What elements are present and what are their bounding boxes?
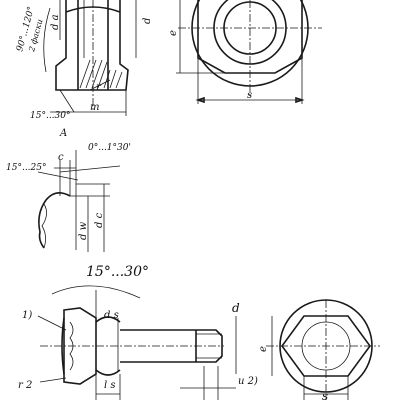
bolt-view: 15°...30° 1) d s d r 2 l s u 2) xyxy=(18,264,258,400)
label-detail-dw: d w xyxy=(78,221,89,240)
label-detail-angle-right: 0°...1°30' xyxy=(88,143,131,153)
hex-outline xyxy=(197,0,303,74)
bolt-shank-outline xyxy=(120,329,223,363)
thread-circle xyxy=(213,0,287,65)
detail-break-line xyxy=(41,203,47,249)
label-detail-angle-left: 15°...25° xyxy=(6,163,47,173)
detail-a-view: 15°...25° c 0°...1°30' d w d c xyxy=(6,143,131,252)
detail-part-contour xyxy=(38,192,71,249)
label-dim-m: m xyxy=(90,102,99,113)
nut-r-leader xyxy=(89,79,111,91)
label-dim-da: d a xyxy=(50,14,61,30)
nut-flange-hatching xyxy=(79,59,123,89)
label-detail-c: c xyxy=(58,152,64,163)
bolt-head-hex-curve xyxy=(61,317,65,375)
detail-angle-line-right xyxy=(59,165,121,173)
bolt-r2-leader xyxy=(39,377,67,383)
label-dim-r: r xyxy=(96,82,102,93)
label-bolt-e: e xyxy=(258,346,269,352)
label-bolt-r2: r 2 xyxy=(18,380,32,391)
nut-angle-leader xyxy=(59,89,75,113)
label-dim-s-top: s xyxy=(247,90,252,101)
label-angle-15-30-top: 15°...30° xyxy=(30,111,71,121)
label-detail-dc: d c xyxy=(94,212,105,228)
label-bolt-ls: l s xyxy=(104,380,116,391)
bolt-end-view: e s xyxy=(258,299,380,400)
nut-top-view: e s xyxy=(168,0,322,104)
label-dim-d-top: d xyxy=(142,18,153,24)
bolt-flange-curve-bottom xyxy=(95,369,121,376)
flange-outer-circle xyxy=(191,0,309,87)
nut-section-view: 90°...120° 2 фаски d a d r m 15°...30° A xyxy=(15,0,153,139)
nut-outer-contour xyxy=(55,0,129,91)
dim-s-arrows xyxy=(195,96,305,104)
nut-angle-arc xyxy=(43,7,51,73)
label-bolt-s: s xyxy=(322,389,328,400)
nut-chamfer-curve xyxy=(65,6,121,13)
bolt-note-leader xyxy=(37,315,67,331)
label-bolt-angle: 15°...30° xyxy=(86,264,149,280)
label-bolt-d: d xyxy=(232,301,240,315)
label-dim-e-top: e xyxy=(168,30,179,36)
label-bolt-u: u 2) xyxy=(238,376,258,387)
label-bolt-ds: d s xyxy=(104,310,119,321)
bolt-angle-arc xyxy=(51,285,141,299)
label-view-a: A xyxy=(59,128,67,139)
bolt-head-hex-lines xyxy=(69,321,74,371)
end-view-flange-circle xyxy=(279,299,373,393)
end-view-inner-circle xyxy=(301,321,351,371)
label-bolt-note-1: 1) xyxy=(22,310,32,321)
nut-flange-inner xyxy=(77,58,109,90)
hole-circle xyxy=(223,1,277,55)
detail-angle-line-left xyxy=(37,171,79,181)
